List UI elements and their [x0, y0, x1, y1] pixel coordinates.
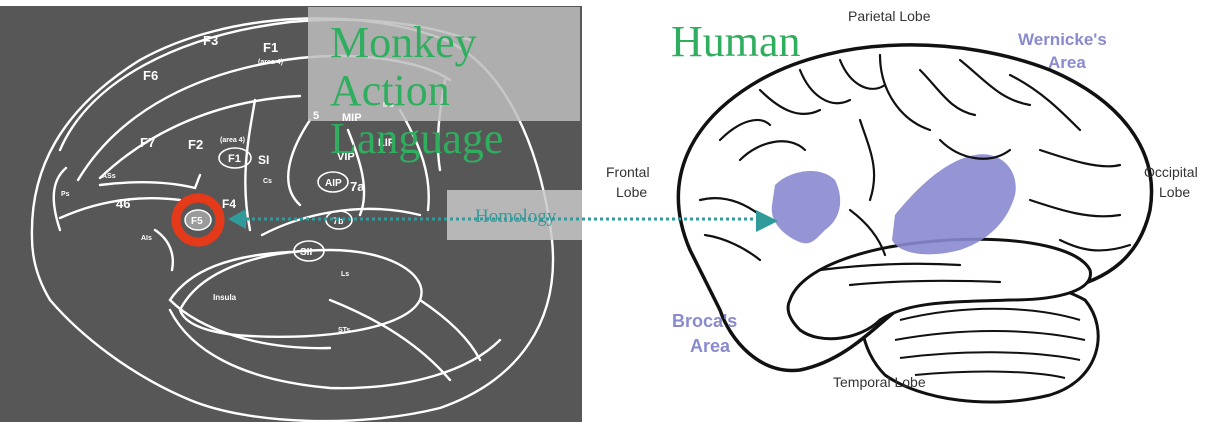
label-occipital-line1: Occipital [1144, 164, 1198, 180]
label-f1-area: (area 4) [258, 59, 283, 66]
human-brain-panel: Parietal Lobe Wernicke's Area Frontal Lo… [606, 8, 1198, 402]
label-f6: F6 [143, 68, 158, 83]
label-frontal-line1: Frontal [606, 164, 650, 180]
label-f1: F1 [263, 40, 278, 55]
label-insula: Insula [213, 293, 237, 302]
label-num5: 5 [313, 110, 319, 122]
label-f2: F2 [188, 137, 203, 152]
label-ais: AIs [141, 235, 152, 242]
label-sii: SII [300, 247, 312, 258]
human-title: Human [671, 17, 801, 66]
label-46: 46 [116, 196, 130, 211]
label-as: ASs [102, 173, 116, 180]
label-ps: Ps [61, 191, 70, 198]
homology-label: Homology [475, 206, 557, 227]
label-ls: Ls [341, 271, 349, 278]
label-wernicke-line1: Wernicke's [1018, 30, 1107, 49]
label-wernicke-line2: Area [1048, 53, 1086, 72]
label-f2-area: (area 4) [220, 137, 245, 144]
label-broca-line2: Area [690, 336, 731, 356]
label-f5: F5 [191, 216, 203, 227]
label-f7: F7 [140, 135, 155, 150]
monkey-title-line2: Action [330, 66, 450, 115]
label-temporal-lobe: Temporal Lobe [833, 374, 926, 390]
monkey-title-line3: Language [330, 114, 503, 163]
label-broca-line1: Broca's [672, 311, 737, 331]
label-frontal-line2: Lobe [616, 184, 647, 200]
label-parietal-lobe: Parietal Lobe [848, 8, 931, 24]
label-si: SI [258, 153, 269, 167]
label-f3: F3 [203, 33, 218, 48]
label-f1-oval: F1 [228, 153, 241, 165]
label-f4: F4 [222, 197, 236, 211]
label-7a: 7a [350, 179, 365, 194]
label-occipital-line2: Lobe [1159, 184, 1190, 200]
label-sts: STs [338, 327, 350, 334]
label-cs: Cs [263, 178, 272, 185]
label-aip: AIP [325, 178, 342, 189]
monkey-title-line1: Monkey [330, 18, 477, 67]
